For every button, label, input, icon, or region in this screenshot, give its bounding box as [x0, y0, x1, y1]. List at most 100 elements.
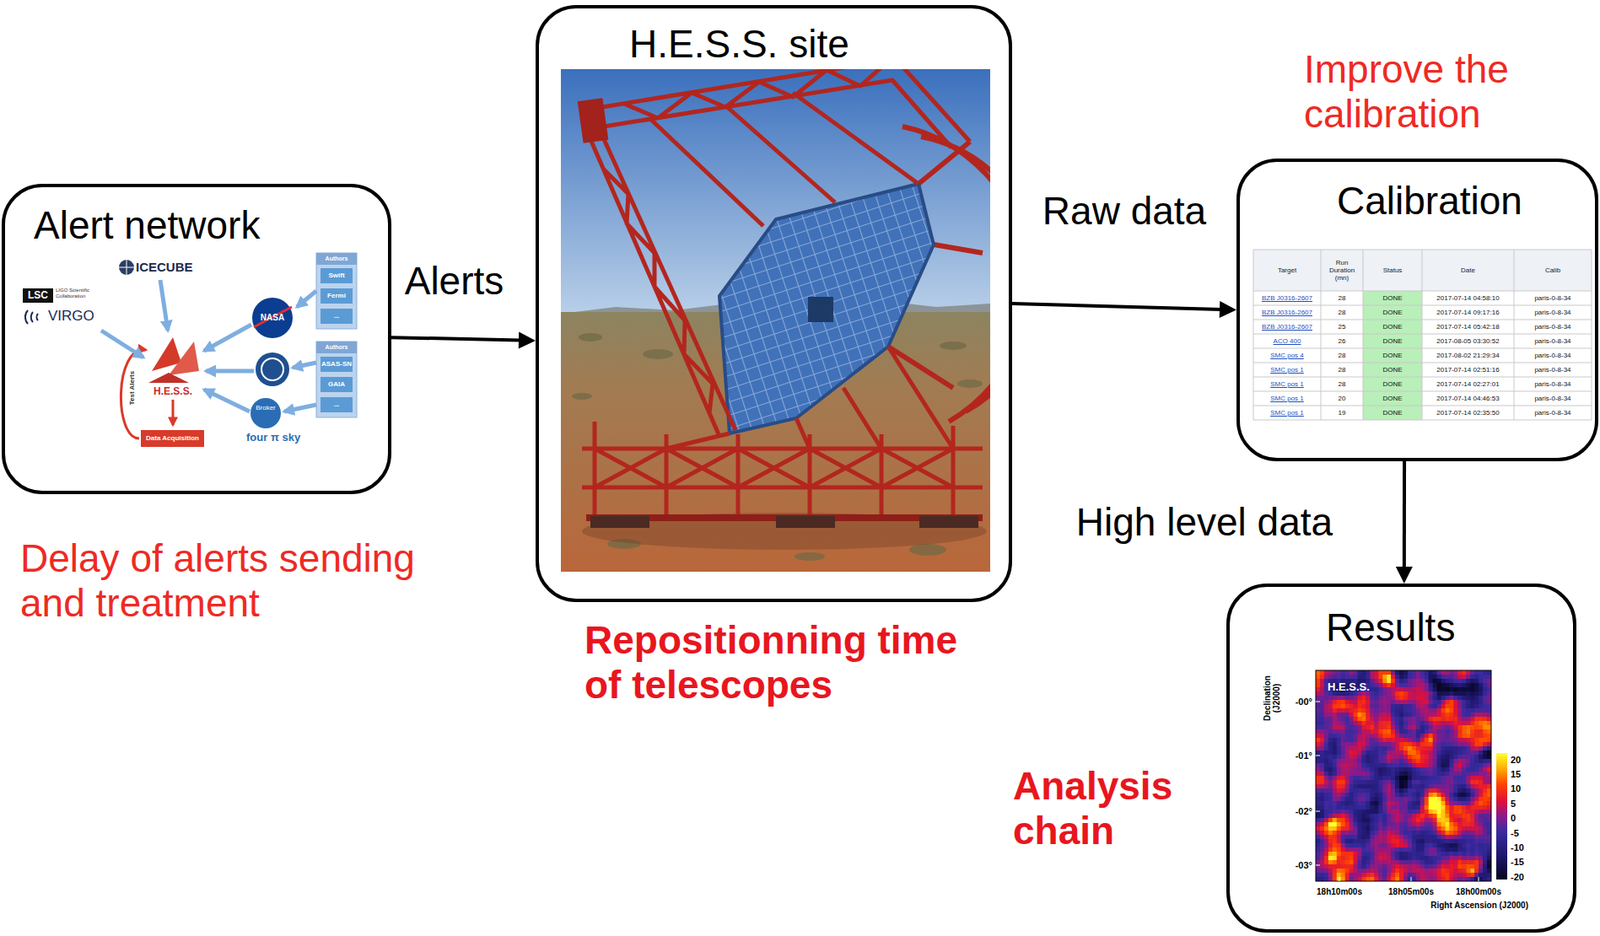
map-pixel [1328, 759, 1333, 764]
map-pixel [1465, 843, 1471, 848]
map-pixel [1319, 759, 1325, 764]
map-pixel [1349, 856, 1354, 861]
map-pixel [1341, 851, 1346, 857]
map-pixel [1319, 813, 1325, 819]
map-pixel [1336, 708, 1342, 713]
map-pixel [1457, 738, 1462, 743]
map-pixel [1365, 754, 1370, 760]
map-pixel [1416, 716, 1421, 722]
map-pixel [1319, 678, 1325, 684]
map-pixel [1445, 687, 1450, 692]
map-pixel [1386, 716, 1391, 722]
map-pixel [1403, 700, 1408, 705]
map-pixel [1378, 822, 1383, 827]
map-pixel [1395, 712, 1400, 717]
map-pixel [1449, 835, 1454, 840]
map-pixel [1345, 704, 1350, 709]
map-pixel [1390, 754, 1396, 760]
map-pixel [1341, 704, 1346, 709]
map-pixel [1341, 674, 1346, 679]
map-pixel [1432, 797, 1438, 802]
map-pixel [1465, 822, 1471, 827]
map-pixel [1403, 809, 1408, 814]
map-pixel [1319, 797, 1325, 802]
map-pixel [1428, 784, 1433, 789]
map-pixel [1465, 835, 1471, 840]
map-pixel [1357, 771, 1363, 776]
map-pixel [1420, 843, 1425, 848]
map-pixel [1382, 704, 1387, 709]
map-pixel [1315, 691, 1320, 696]
map-pixel [1390, 801, 1396, 806]
map-pixel [1386, 818, 1391, 823]
alert-network-figure [252, 297, 293, 339]
map-pixel [1378, 674, 1383, 679]
map-pixel [1395, 695, 1400, 701]
map-pixel [1474, 801, 1479, 806]
map-pixel [1470, 691, 1475, 696]
map-pixel [1332, 738, 1337, 743]
map-pixel [1486, 797, 1492, 802]
map-pixel [1369, 767, 1374, 772]
map-pixel [1386, 742, 1391, 747]
map-pixel [1424, 801, 1429, 806]
map-pixel [1395, 851, 1400, 857]
map-pixel [1416, 835, 1421, 840]
map-pixel [1453, 805, 1458, 810]
map-pixel [1365, 818, 1370, 823]
map-pixel [1341, 708, 1346, 713]
map-pixel [1453, 843, 1458, 848]
map-pixel [1386, 813, 1391, 819]
map-pixel [1336, 759, 1342, 764]
map-pixel [1407, 674, 1412, 679]
map-pixel [1432, 826, 1438, 831]
map-pixel [1390, 775, 1396, 781]
map-pixel [1465, 788, 1471, 793]
map-pixel [1461, 813, 1466, 819]
map-pixel [1324, 721, 1329, 726]
map-pixel [1369, 708, 1374, 713]
map-pixel [1328, 754, 1333, 760]
map-pixel [1353, 835, 1358, 840]
map-pixel [1365, 708, 1370, 713]
map-pixel [1382, 860, 1387, 865]
telescope-photo [590, 516, 650, 528]
map-pixel [1365, 704, 1370, 709]
map-pixel [1357, 700, 1363, 705]
map-pixel [1395, 856, 1400, 861]
map-pixel [1386, 835, 1391, 840]
map-pixel [1453, 780, 1458, 785]
map-pixel [1482, 678, 1487, 684]
map-pixel [1390, 767, 1396, 772]
map-pixel [1353, 746, 1358, 751]
map-pixel [1416, 729, 1421, 734]
map-pixel [1341, 742, 1346, 747]
map-pixel [1407, 835, 1412, 840]
map-pixel [1328, 780, 1333, 785]
map-pixel [1315, 712, 1320, 717]
map-pixel [1382, 691, 1387, 696]
map-pixel [1369, 835, 1374, 840]
map-pixel [1395, 847, 1400, 852]
map-pixel [1416, 784, 1421, 789]
map-pixel [1461, 835, 1466, 840]
map-pixel [1420, 721, 1425, 726]
map-pixel [1437, 763, 1442, 768]
map-pixel [1390, 818, 1396, 823]
map-pixel [1465, 797, 1471, 802]
map-pixel [1407, 860, 1412, 865]
map-pixel [1407, 784, 1412, 789]
map-pixel [1324, 695, 1329, 701]
map-pixel [1428, 674, 1433, 679]
map-pixel [1445, 788, 1450, 793]
map-pixel [1395, 809, 1400, 814]
map-pixel [1382, 700, 1387, 705]
map-pixel [1353, 826, 1358, 831]
map-pixel [1441, 813, 1446, 819]
map-pixel [1336, 801, 1342, 806]
map-pixel [1361, 830, 1366, 836]
map-pixel [1324, 771, 1329, 776]
map-pixel [1399, 822, 1404, 827]
map-pixel [1403, 759, 1408, 764]
map-pixel [1461, 729, 1466, 734]
